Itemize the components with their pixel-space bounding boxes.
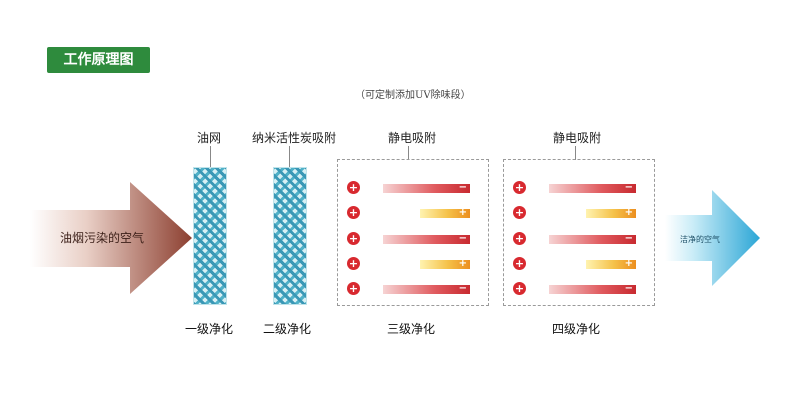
negative-plate: − [383, 182, 470, 193]
negative-plate: − [549, 233, 636, 244]
positive-electrode-icon: + [347, 206, 360, 219]
positive-plate: + [586, 258, 636, 269]
negative-plate: − [549, 182, 636, 193]
callout-line [289, 146, 290, 168]
positive-electrode-icon: + [347, 232, 360, 245]
negative-plate: − [383, 233, 470, 244]
electrostatic-stage-3: + − + + + − + + + − [337, 159, 489, 306]
positive-electrode-icon: + [513, 232, 526, 245]
positive-electrode-icon: + [347, 181, 360, 194]
oil-mesh-filter [193, 167, 227, 305]
negative-sign: − [458, 233, 467, 244]
positive-electrode-icon: + [513, 181, 526, 194]
positive-plate: + [586, 207, 636, 218]
positive-plate: + [420, 207, 470, 218]
positive-electrode-icon: + [513, 257, 526, 270]
stage-4-label: 四级净化 [552, 322, 601, 336]
outlet-arrow [665, 190, 760, 286]
positive-electrode-icon: + [347, 282, 360, 295]
negative-sign: − [624, 283, 633, 294]
callout-line [408, 146, 409, 160]
callout-line [210, 146, 211, 168]
inlet-label: 油烟污染的空气 [60, 231, 145, 245]
positive-sign: + [458, 258, 467, 269]
electrostatic-stage-4: + − + + + − + + + − [503, 159, 655, 306]
negative-sign: − [624, 233, 633, 244]
inlet-arrow [30, 182, 192, 294]
page-title: 工作原理图 [63, 52, 134, 68]
filter-label-electrostatic-2: 静电吸附 [553, 131, 602, 145]
stage-1-label: 一级净化 [185, 322, 234, 336]
stage-2-label: 二级净化 [263, 322, 312, 336]
positive-sign: + [624, 207, 633, 218]
positive-electrode-icon: + [513, 206, 526, 219]
callout-line [575, 146, 576, 160]
negative-plate: − [383, 283, 470, 294]
negative-sign: − [624, 182, 633, 193]
positive-sign: + [624, 258, 633, 269]
stage-3-label: 三级净化 [387, 322, 436, 336]
title-badge: 工作原理图 [47, 47, 150, 73]
filter-label-oil-mesh: 油网 [197, 131, 222, 145]
negative-sign: − [458, 182, 467, 193]
negative-plate: − [549, 283, 636, 294]
negative-sign: − [458, 283, 467, 294]
positive-electrode-icon: + [347, 257, 360, 270]
carbon-filter [273, 167, 307, 305]
outlet-label: 洁净的空气 [680, 235, 720, 244]
uv-note: （可定制添加UV除味段） [355, 90, 471, 101]
positive-sign: + [458, 207, 467, 218]
filter-label-electrostatic-1: 静电吸附 [388, 131, 437, 145]
filter-label-carbon: 纳米活性炭吸附 [252, 131, 337, 145]
positive-electrode-icon: + [513, 282, 526, 295]
positive-plate: + [420, 258, 470, 269]
